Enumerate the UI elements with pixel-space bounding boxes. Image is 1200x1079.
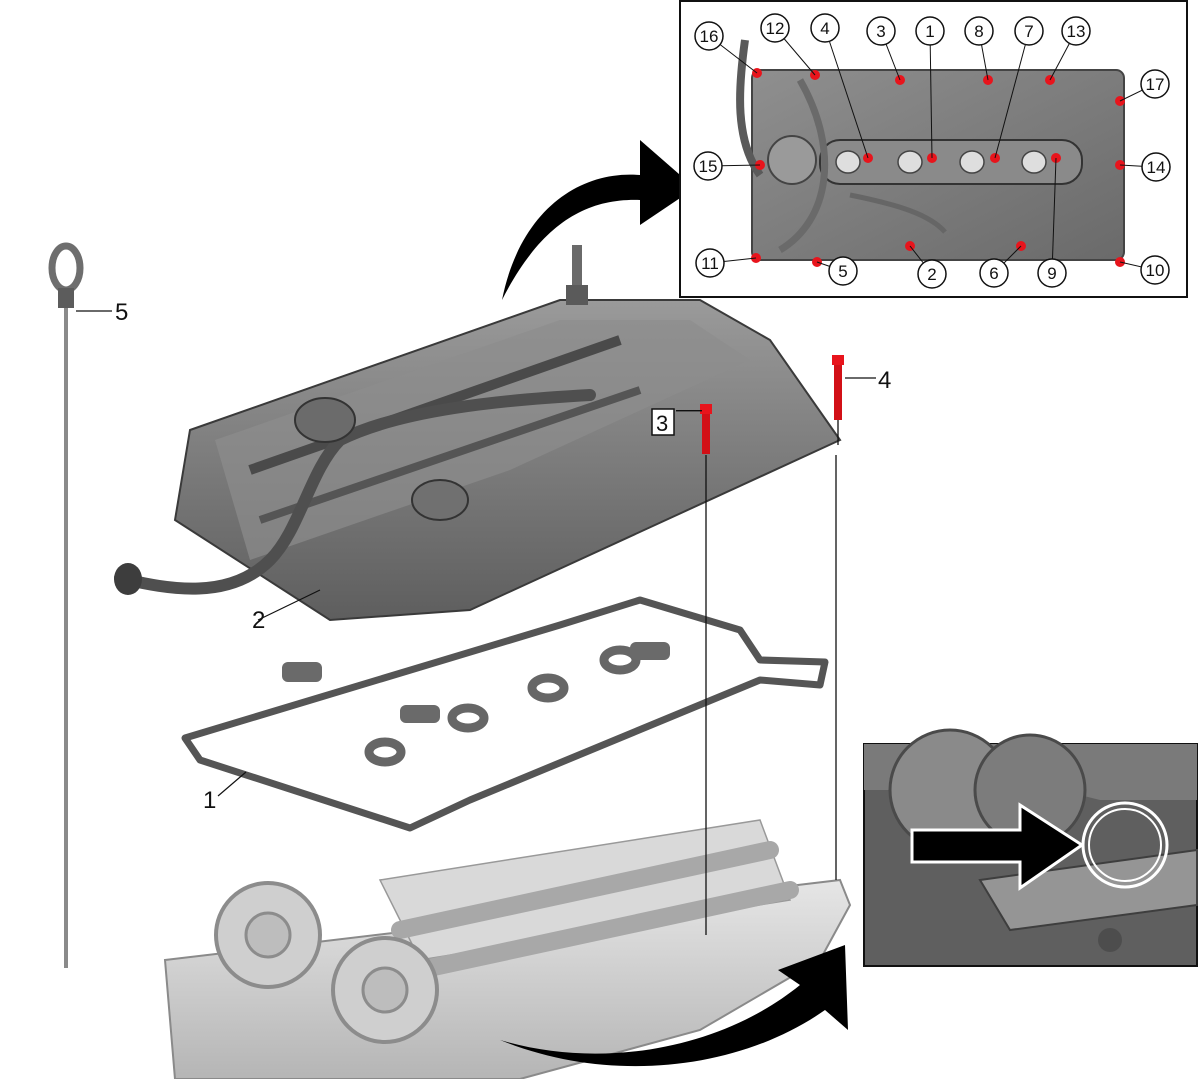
- label-dipstick: 5: [115, 299, 128, 326]
- torque-callout-label: 6: [989, 264, 998, 283]
- torque-callout-circle: [964, 16, 994, 46]
- torque-callout-label: 1: [925, 22, 934, 41]
- bolt-guide-lines: [705, 420, 839, 935]
- oil-dipstick: [48, 242, 112, 968]
- torque-callout-circle: [828, 256, 858, 286]
- torque-callout-label: 13: [1067, 22, 1086, 41]
- torque-callout-circle: [1140, 255, 1170, 285]
- valve-cover: [114, 245, 842, 622]
- label-bolt-long: 4: [878, 367, 891, 394]
- torque-callout-circle: [695, 248, 725, 278]
- torque-callout-circle: [979, 258, 1009, 288]
- torque-callout-label: 9: [1047, 264, 1056, 283]
- torque-callout-circle: [1141, 152, 1171, 182]
- torque-callout-label: 2: [927, 265, 936, 284]
- torque-sequence-inset: [679, 0, 1188, 298]
- label-cover: 2: [252, 607, 265, 634]
- torque-callout-label: 11: [701, 254, 719, 273]
- torque-callout-label: 7: [1024, 22, 1033, 41]
- torque-callout-circle: [694, 21, 724, 51]
- bolt-long: [832, 355, 876, 420]
- torque-callout-label: 10: [1146, 261, 1165, 280]
- valve-cover-gasket: [181, 596, 829, 832]
- bolt-short: [676, 404, 712, 454]
- torque-callout-label: 12: [766, 19, 785, 38]
- torque-callout-label: 17: [1146, 75, 1165, 94]
- torque-callout-circle: [1037, 258, 1067, 288]
- label-bolt-short: 3: [656, 411, 668, 436]
- torque-leader-line: [994, 30, 1030, 159]
- torque-callout-circle: [693, 151, 723, 181]
- torque-callout-label: 15: [699, 157, 718, 176]
- torque-callout-circle: [1140, 69, 1170, 99]
- arrow-to-torque-inset: [502, 140, 695, 300]
- torque-callout-label: 8: [974, 22, 983, 41]
- torque-callout-circle: [866, 16, 896, 46]
- torque-callout-label: 4: [820, 19, 829, 38]
- detail-inset: [863, 728, 1198, 967]
- torque-callout-label: 14: [1147, 158, 1166, 177]
- torque-callout-label: 3: [876, 22, 885, 41]
- torque-leader-line: [929, 30, 933, 159]
- torque-callout-circle: [1014, 16, 1044, 46]
- torque-callout-circle: [810, 13, 840, 43]
- cylinder-head: [163, 819, 852, 1079]
- torque-callout-circle: [915, 16, 945, 46]
- torque-callout-circle: [917, 259, 947, 289]
- torque-leader-line: [1051, 157, 1057, 274]
- label-gasket: 1: [203, 787, 216, 814]
- detail-arrow: [910, 802, 1085, 891]
- arrow-to-detail-inset: [500, 945, 848, 1067]
- torque-callout-circle: [1061, 16, 1091, 46]
- torque-callout-label: 5: [838, 262, 847, 281]
- torque-leader-line: [824, 27, 869, 159]
- label-bolt-short-box: 3: [651, 408, 675, 436]
- torque-callout-label: 16: [700, 27, 719, 46]
- torque-callout-circle: [760, 13, 790, 43]
